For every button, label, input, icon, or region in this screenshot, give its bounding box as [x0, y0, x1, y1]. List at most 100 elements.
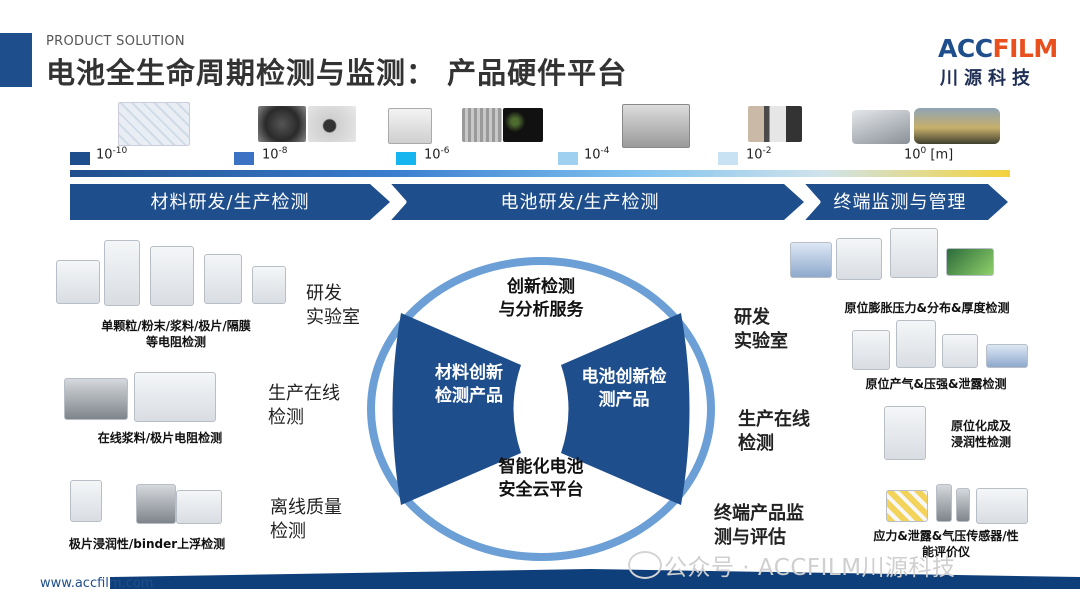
- battery-cells-image: [622, 104, 690, 148]
- left-lab-l2: 实验室: [306, 307, 360, 328]
- scale-exp-5: -2: [762, 146, 772, 156]
- left-offline-l2: 检测: [270, 521, 306, 542]
- right-caption-1: 原位膨胀压力&分布&厚度检测: [844, 301, 1010, 315]
- left-offline-label: 离线质量检测: [270, 496, 342, 544]
- resistance-tester-3: [150, 246, 194, 306]
- stage-arrow-1: [70, 184, 390, 220]
- float-tester: [176, 490, 222, 524]
- ring-left-text: 材料创新检测产品: [414, 362, 524, 408]
- expansion-laptop: [946, 248, 994, 276]
- header-accent-bar: [0, 33, 32, 87]
- formation-tester: [884, 406, 926, 460]
- gas-tester-1: [852, 330, 890, 370]
- left-online-caption: 在线浆料/极片电阻检测: [97, 431, 223, 445]
- battery-pack-image: [852, 110, 910, 144]
- ring-left-l2: 检测产品: [435, 386, 503, 406]
- resistance-tester-5: [252, 266, 286, 304]
- right-online-l1: 生产在线: [738, 409, 810, 430]
- right-caption-3-l2: 浸润性检测: [950, 435, 1011, 449]
- scale-marker-3: [396, 152, 416, 165]
- header-subtitle: PRODUCT SOLUTION: [46, 34, 185, 49]
- scale-base-3: 10: [424, 147, 441, 163]
- scale-marker-4: [558, 152, 578, 165]
- resistance-tester-2: [104, 240, 140, 306]
- logo-acc: ACC: [938, 34, 993, 63]
- electrode-sample-image: [388, 108, 432, 144]
- watermark-text: 公众号 · ACCFILM川源科技: [664, 555, 956, 581]
- expansion-rack-1: [790, 242, 832, 278]
- left-offline-l1: 离线质量: [270, 497, 342, 518]
- right-caption-3-l1: 原位化成及: [950, 419, 1011, 433]
- left-online-label: 生产在线检测: [268, 382, 340, 430]
- stage-arrows: [70, 183, 1008, 221]
- ring-top-text: 创新检测与分析服务: [466, 276, 616, 322]
- scale-unit: [m]: [926, 147, 954, 163]
- scale-label-6: 100 [m]: [904, 146, 953, 162]
- stage-arrow-3: [804, 184, 1008, 220]
- right-terminal-label: 终端产品监测与评估: [714, 502, 804, 550]
- sem-cross-section-image: [462, 108, 502, 142]
- ring-left-l1: 材料创新: [435, 363, 503, 383]
- footer-url[interactable]: www.accfilm.com: [40, 576, 154, 591]
- footer-band: [110, 569, 1080, 589]
- scale-gradient-bar: [70, 170, 1010, 177]
- right-terminal-l1: 终端产品监: [714, 503, 804, 524]
- scale-base-5: 10: [746, 147, 763, 163]
- gas-tester-3: [942, 334, 978, 368]
- ring-left-shape: [392, 313, 521, 505]
- platform-ring: [367, 257, 715, 561]
- right-lab-label: 研发实验室: [734, 306, 788, 354]
- logo-film: FILM: [992, 34, 1059, 63]
- scale-marker-5: [718, 152, 738, 165]
- scale-base-2: 10: [262, 147, 279, 163]
- scale-label-4: 10-4: [584, 146, 610, 162]
- ring-top-l1: 创新检测: [507, 277, 575, 297]
- scale-exp-1: -10: [112, 146, 128, 156]
- company-logo[interactable]: ACCFILM: [938, 34, 1058, 63]
- resistance-tester-1: [56, 260, 100, 304]
- ring-right-shape: [561, 313, 690, 505]
- scale-label-1: 10-10: [96, 146, 127, 162]
- stage-label-battery: 电池研发/生产检测: [500, 192, 660, 213]
- right-lab-l1: 研发: [734, 307, 770, 328]
- right-caption-4-l2: 能评价仪: [921, 545, 970, 559]
- left-lab-caption-l2: 等电阻检测: [145, 335, 206, 349]
- molecular-structure-image: [118, 102, 190, 146]
- pressure-sensor-2: [956, 488, 970, 522]
- ring-right-l2: 测产品: [598, 390, 650, 410]
- right-caption-4: 应力&泄露&气压传感器/性能评价仪: [856, 528, 1036, 560]
- ring-right-l1: 电池创新检: [581, 367, 667, 387]
- expansion-rack-2: [836, 238, 882, 280]
- stage-arrow-2: [390, 184, 804, 220]
- left-lab-caption-l1: 单颗粒/粉末/浆料/极片/隔膜: [101, 319, 251, 333]
- online-roller-2: [134, 372, 216, 422]
- ring-bottom-text: 智能化电池安全云平台: [476, 456, 606, 502]
- right-terminal-l2: 测与评估: [714, 527, 786, 548]
- microscopy-crystal-image: [308, 106, 356, 142]
- stage-label-terminal: 终端监测与管理: [833, 192, 967, 213]
- right-caption-2: 原位产气&压强&泄露检测: [865, 377, 1007, 391]
- scale-exp-6: 0: [920, 146, 927, 156]
- ring-bottom-l2: 安全云平台: [498, 480, 584, 500]
- scale-marker-1: [70, 152, 90, 165]
- stage-label-material: 材料研发/生产检测: [150, 192, 310, 213]
- scale-exp-4: -4: [600, 146, 610, 156]
- scale-label-3: 10-6: [424, 146, 450, 162]
- scale-label-5: 10-2: [746, 146, 772, 162]
- scale-base-1: 10: [96, 147, 113, 163]
- scale-exp-2: -8: [278, 146, 288, 156]
- expansion-cabinet: [890, 228, 938, 278]
- ring-bottom-l1: 智能化电池: [498, 457, 584, 477]
- scale-exp-3: -6: [440, 146, 450, 156]
- right-caption-3: 原位化成及浸润性检测: [926, 418, 1036, 450]
- left-lab-l1: 研发: [306, 283, 342, 304]
- left-online-l2: 检测: [268, 407, 304, 428]
- wechat-icon: [628, 551, 662, 579]
- electric-car-image: [914, 108, 1000, 144]
- scale-label-2: 10-8: [262, 146, 288, 162]
- microscopy-particle-image: [258, 106, 306, 142]
- left-offline-caption: 极片浸润性/binder上浮检测: [68, 537, 226, 551]
- pouch-cell-image: [748, 106, 802, 142]
- wetting-tester: [70, 480, 102, 522]
- left-lab-label: 研发实验室: [306, 282, 360, 330]
